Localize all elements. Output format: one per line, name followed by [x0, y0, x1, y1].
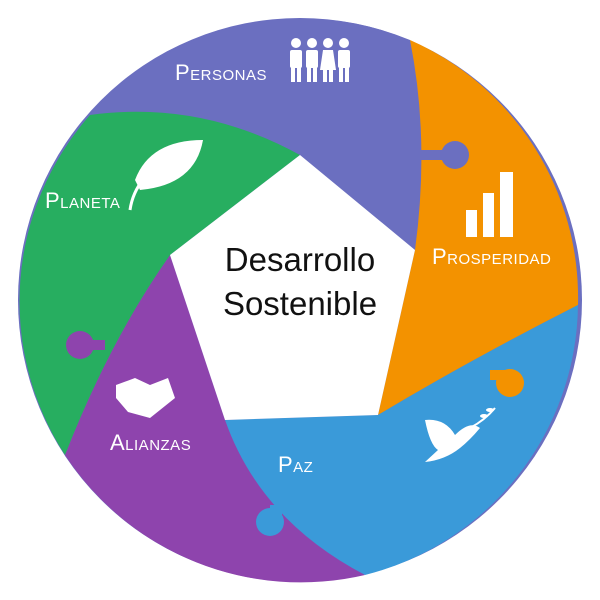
segment-personas: [90, 18, 422, 251]
label-alianzas: Alianzas: [110, 430, 192, 455]
center-title: Desarrollo Sostenible: [180, 238, 420, 326]
handshake-icon: [116, 378, 175, 418]
center-pentagon: [170, 155, 415, 420]
bar-chart-icon: [466, 172, 513, 237]
segment-prosperidad: [378, 40, 579, 415]
leaf-icon: [128, 140, 203, 211]
label-planeta: Planeta: [45, 188, 121, 213]
dove-icon: [425, 407, 496, 462]
segment-paz: [225, 305, 578, 575]
label-prosperidad: Prosperidad: [432, 244, 552, 269]
center-title-line2: Sostenible: [222, 285, 378, 322]
label-personas: Personas: [175, 60, 268, 85]
segment-planeta: [19, 111, 300, 456]
people-icon: [290, 38, 350, 82]
center-title-line1: Desarrollo: [224, 241, 376, 278]
segment-alianzas: [65, 255, 365, 583]
label-paz: Paz: [278, 452, 314, 477]
